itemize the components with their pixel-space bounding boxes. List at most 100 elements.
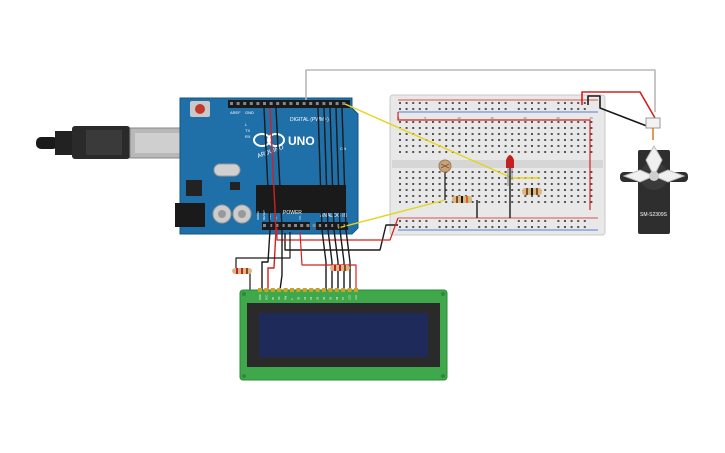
wire-black-gnd[interactable]: [284, 224, 398, 251]
resistor-lcd-right[interactable]: [330, 265, 350, 271]
breadboard-hole[interactable]: [418, 220, 421, 222]
digital-pin[interactable]: [329, 102, 332, 105]
breadboard-hole[interactable]: [590, 171, 593, 173]
breadboard-hole[interactable]: [570, 171, 573, 173]
breadboard-hole[interactable]: [425, 220, 428, 222]
breadboard-hole[interactable]: [577, 127, 580, 129]
breadboard-hole[interactable]: [524, 226, 527, 228]
digital-pin[interactable]: [256, 102, 260, 105]
breadboard-hole[interactable]: [451, 226, 454, 228]
breadboard-hole[interactable]: [557, 195, 560, 197]
breadboard-hole[interactable]: [537, 171, 540, 173]
power-header[interactable]: [262, 222, 310, 230]
breadboard-hole[interactable]: [438, 189, 441, 191]
header-pin[interactable]: [337, 224, 341, 227]
breadboard-hole[interactable]: [504, 127, 507, 129]
breadboard-hole[interactable]: [544, 133, 547, 135]
breadboard-hole[interactable]: [484, 133, 487, 135]
digital-pin[interactable]: [269, 102, 273, 105]
breadboard-hole[interactable]: [405, 195, 408, 197]
lcd-pin[interactable]: [328, 288, 333, 292]
breadboard-hole[interactable]: [524, 139, 527, 141]
breadboard-hole[interactable]: [471, 121, 474, 123]
breadboard-hole[interactable]: [517, 226, 520, 228]
breadboard-hole[interactable]: [484, 102, 487, 104]
breadboard-hole[interactable]: [412, 195, 415, 197]
breadboard-hole[interactable]: [557, 171, 560, 173]
breadboard-hole[interactable]: [583, 189, 586, 191]
breadboard-hole[interactable]: [458, 139, 461, 141]
breadboard-hole[interactable]: [399, 171, 401, 173]
resistor-ldr[interactable]: [452, 196, 472, 203]
breadboard-hole[interactable]: [537, 201, 540, 203]
breadboard-hole[interactable]: [399, 226, 401, 228]
breadboard-hole[interactable]: [498, 201, 500, 203]
breadboard-hole[interactable]: [498, 108, 500, 110]
digital-pin[interactable]: [236, 102, 240, 105]
breadboard-hole[interactable]: [550, 189, 553, 191]
breadboard-hole[interactable]: [471, 183, 474, 185]
breadboard-hole[interactable]: [531, 195, 533, 197]
breadboard-hole[interactable]: [537, 127, 540, 129]
breadboard-hole[interactable]: [465, 151, 467, 153]
breadboard-hole[interactable]: [399, 133, 401, 135]
breadboard-hole[interactable]: [577, 183, 580, 185]
breadboard-hole[interactable]: [504, 108, 507, 110]
breadboard-hole[interactable]: [524, 145, 527, 147]
breadboard-hole[interactable]: [570, 133, 573, 135]
lcd-pin[interactable]: [270, 288, 275, 292]
breadboard-hole[interactable]: [458, 171, 461, 173]
breadboard-hole[interactable]: [438, 133, 441, 135]
breadboard-hole[interactable]: [491, 102, 494, 104]
breadboard-hole[interactable]: [524, 195, 527, 197]
breadboard-hole[interactable]: [418, 151, 421, 153]
breadboard-hole[interactable]: [405, 145, 408, 147]
breadboard-hole[interactable]: [498, 220, 500, 222]
breadboard-hole[interactable]: [465, 183, 467, 185]
breadboard-hole[interactable]: [399, 183, 401, 185]
digital-pin[interactable]: [342, 102, 346, 105]
breadboard-hole[interactable]: [458, 183, 461, 185]
digital-pin[interactable]: [243, 102, 247, 105]
breadboard-hole[interactable]: [577, 102, 580, 104]
breadboard-hole[interactable]: [484, 151, 487, 153]
breadboard-hole[interactable]: [418, 121, 421, 123]
breadboard-hole[interactable]: [550, 151, 553, 153]
breadboard-hole[interactable]: [504, 177, 507, 179]
digital-header[interactable]: [228, 100, 350, 108]
breadboard-hole[interactable]: [491, 201, 494, 203]
breadboard-hole[interactable]: [583, 195, 586, 197]
breadboard-hole[interactable]: [405, 177, 408, 179]
breadboard-hole[interactable]: [471, 201, 474, 203]
breadboard-hole[interactable]: [557, 183, 560, 185]
breadboard-hole[interactable]: [438, 177, 441, 179]
breadboard-hole[interactable]: [570, 102, 573, 104]
breadboard-hole[interactable]: [405, 220, 408, 222]
breadboard-hole[interactable]: [531, 151, 533, 153]
breadboard-hole[interactable]: [524, 108, 527, 110]
breadboard-hole[interactable]: [537, 151, 540, 153]
breadboard-hole[interactable]: [405, 201, 408, 203]
breadboard-hole[interactable]: [445, 151, 448, 153]
breadboard-hole[interactable]: [583, 102, 586, 104]
breadboard-hole[interactable]: [544, 201, 547, 203]
breadboard-hole[interactable]: [511, 195, 514, 197]
breadboard-hole[interactable]: [517, 171, 520, 173]
breadboard-hole[interactable]: [557, 226, 560, 228]
breadboard-hole[interactable]: [458, 145, 461, 147]
lcd-pin[interactable]: [277, 288, 282, 292]
breadboard-hole[interactable]: [557, 145, 560, 147]
breadboard-hole[interactable]: [537, 145, 540, 147]
breadboard-hole[interactable]: [590, 201, 593, 203]
breadboard-hole[interactable]: [425, 171, 428, 173]
lcd-pin[interactable]: [283, 288, 288, 292]
breadboard-hole[interactable]: [531, 139, 533, 141]
breadboard-hole[interactable]: [544, 226, 547, 228]
breadboard-hole[interactable]: [418, 177, 421, 179]
breadboard-hole[interactable]: [432, 171, 434, 173]
breadboard-hole[interactable]: [590, 145, 593, 147]
breadboard-hole[interactable]: [531, 183, 533, 185]
breadboard-hole[interactable]: [537, 183, 540, 185]
breadboard-hole[interactable]: [577, 145, 580, 147]
